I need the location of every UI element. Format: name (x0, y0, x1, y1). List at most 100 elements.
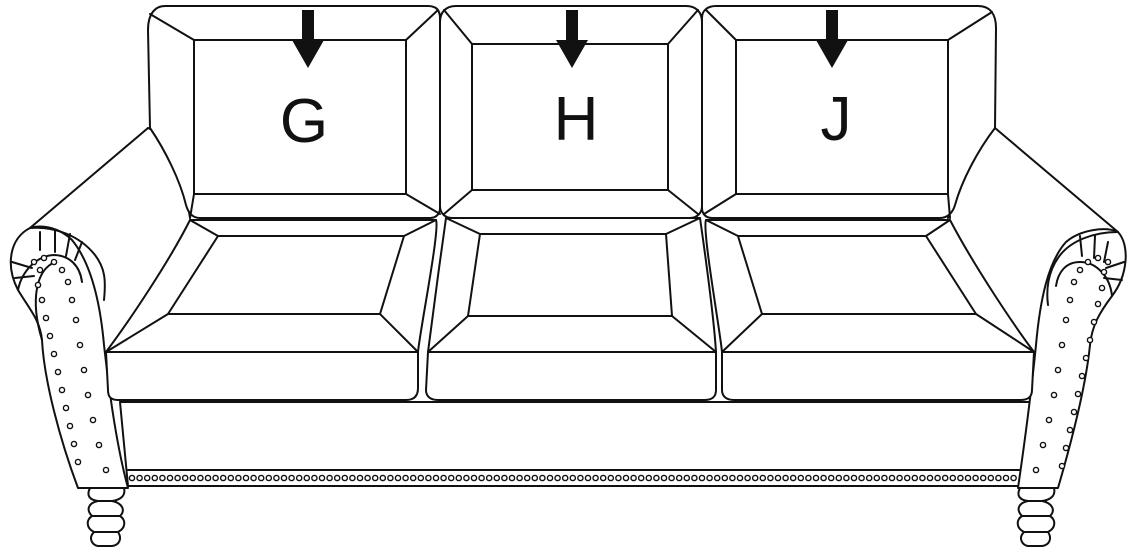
nailhead (995, 474, 1002, 482)
nailhead (447, 474, 455, 482)
nailhead (599, 474, 607, 482)
nailhead (1084, 258, 1092, 266)
nailhead (1032, 466, 1040, 474)
nailhead (197, 474, 204, 482)
nailhead (1078, 372, 1086, 380)
nailhead (50, 258, 58, 266)
seat-cushion-left (105, 219, 438, 401)
nailhead (592, 474, 599, 482)
nailhead-trim (30, 254, 1112, 482)
nailhead (1066, 426, 1074, 434)
nailhead (820, 474, 827, 482)
nailhead (74, 458, 82, 466)
nailhead (64, 278, 72, 286)
nailhead (80, 366, 88, 374)
nailhead (273, 474, 280, 482)
nailhead (38, 296, 46, 304)
nailhead (349, 474, 356, 482)
nailhead (62, 404, 70, 412)
nailhead (432, 474, 440, 482)
nailhead (1094, 300, 1102, 308)
nailhead (493, 474, 501, 482)
nailhead (1054, 366, 1062, 374)
nailhead (151, 474, 159, 482)
left-leg (86, 487, 126, 547)
nailhead (1050, 391, 1058, 399)
nailhead (311, 474, 318, 482)
nailhead (478, 474, 485, 482)
nailhead (523, 474, 531, 482)
nailhead (835, 474, 843, 482)
nailhead (425, 474, 432, 482)
nailhead (615, 474, 622, 482)
nailhead (911, 474, 919, 482)
nailhead (95, 441, 103, 449)
nailhead (865, 474, 873, 482)
nailhead (402, 474, 409, 482)
left-arm (9, 225, 129, 489)
nailhead (227, 474, 235, 482)
nailhead (645, 474, 653, 482)
nailhead (68, 296, 76, 304)
nailhead (881, 474, 888, 482)
nailhead (713, 474, 721, 482)
nailhead (235, 474, 242, 482)
nailhead (873, 474, 881, 482)
nailhead (333, 474, 341, 482)
nailhead (698, 474, 706, 482)
nailhead (102, 466, 110, 474)
nailhead (70, 440, 78, 448)
nailhead (1039, 441, 1047, 449)
nailhead (903, 474, 911, 482)
nailhead (721, 474, 729, 482)
nailhead (675, 474, 683, 482)
nailhead (50, 350, 58, 358)
nailhead (744, 474, 751, 482)
nailhead (30, 258, 38, 266)
cushion-label-g: G (280, 87, 328, 156)
nailhead (1086, 336, 1094, 344)
nailhead (1010, 474, 1017, 482)
nailhead (34, 281, 42, 289)
nailhead (501, 474, 508, 482)
nailhead (40, 254, 48, 262)
nailhead (896, 474, 903, 482)
nailhead (637, 474, 645, 482)
nailhead (843, 474, 850, 482)
nailhead (1082, 354, 1090, 362)
cushion-label-h: H (554, 85, 599, 154)
nailhead (189, 474, 197, 482)
nailhead (782, 474, 789, 482)
nailhead (607, 474, 615, 482)
nailhead (265, 474, 273, 482)
nailhead (888, 474, 896, 482)
nailhead (1062, 444, 1070, 452)
nailhead (387, 474, 394, 482)
nailhead (508, 474, 516, 482)
nailhead (356, 474, 364, 482)
nailhead (42, 314, 50, 322)
nailhead (751, 474, 759, 482)
nailhead (250, 474, 257, 482)
nailhead (36, 266, 44, 274)
nailhead (812, 474, 820, 482)
nailhead (143, 474, 151, 482)
nailhead (919, 474, 926, 482)
nailhead (1094, 254, 1102, 262)
nailhead (691, 474, 698, 482)
nailhead (242, 474, 250, 482)
nailhead (934, 474, 941, 482)
nailhead (554, 474, 561, 482)
nailhead (58, 266, 66, 274)
nailhead (364, 474, 371, 482)
nailhead (204, 474, 212, 482)
nailhead (136, 474, 143, 482)
nailhead (516, 474, 523, 482)
nailhead (1058, 341, 1066, 349)
nailhead (683, 474, 691, 482)
nailhead (303, 474, 311, 482)
nailhead (546, 474, 554, 482)
nailhead (539, 474, 546, 482)
nailhead (288, 474, 295, 482)
nailhead (584, 474, 592, 482)
